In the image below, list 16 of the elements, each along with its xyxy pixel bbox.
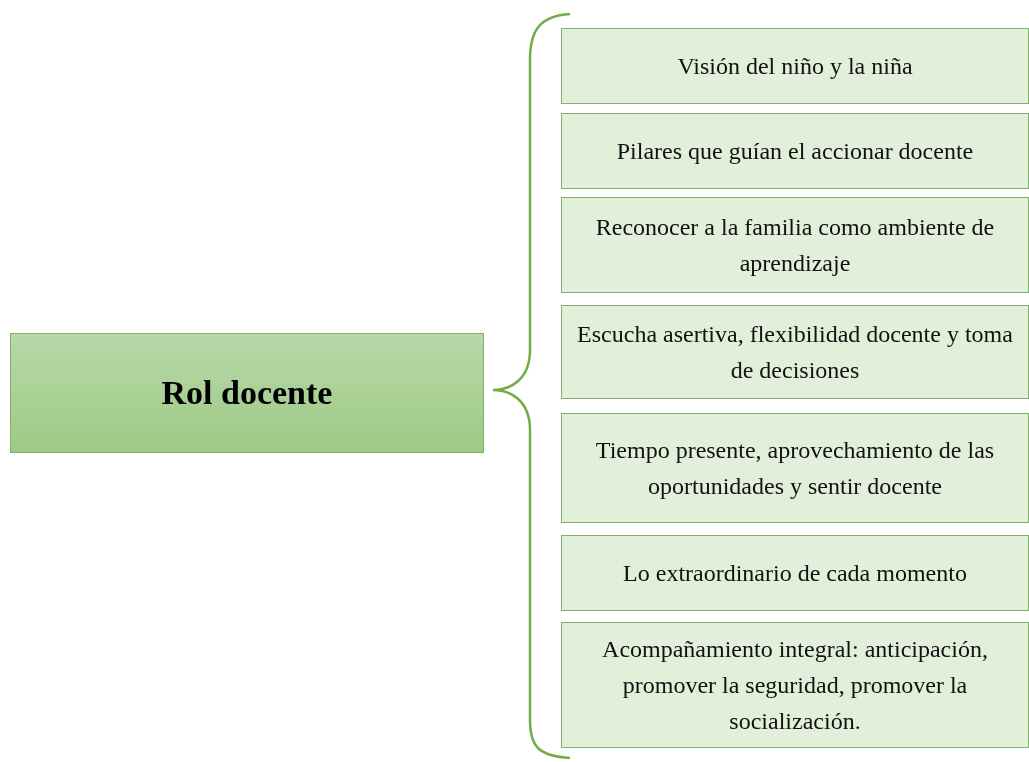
topic-text: Visión del niño y la niña — [677, 52, 913, 81]
topic-box — [561, 305, 1029, 399]
topic-text: Escucha asertiva, flexibilidad docente y toma de decisiones — [576, 320, 1014, 385]
title-text: Rol docente — [161, 374, 333, 412]
topic-text: Pilares que guían el accionar docente — [616, 137, 974, 166]
topic-text: Tiempo presente, aprovechamiento de las oportunidades y sentir docente — [594, 436, 996, 501]
topic-text: Lo extraordinario de cada momento — [623, 559, 967, 588]
topic-box — [561, 413, 1029, 523]
topic-box — [561, 28, 1029, 104]
topic-box — [561, 197, 1029, 293]
topic-text: Reconocer a la familia como ambiente de aprendizaje — [594, 213, 996, 278]
title-box — [10, 333, 484, 453]
topic-box — [561, 113, 1029, 189]
topic-box — [561, 535, 1029, 611]
topic-text: Acompañamiento integral: anticipación, promover la seguridad, promover la socialización. — [601, 635, 989, 736]
topic-box — [561, 622, 1029, 748]
